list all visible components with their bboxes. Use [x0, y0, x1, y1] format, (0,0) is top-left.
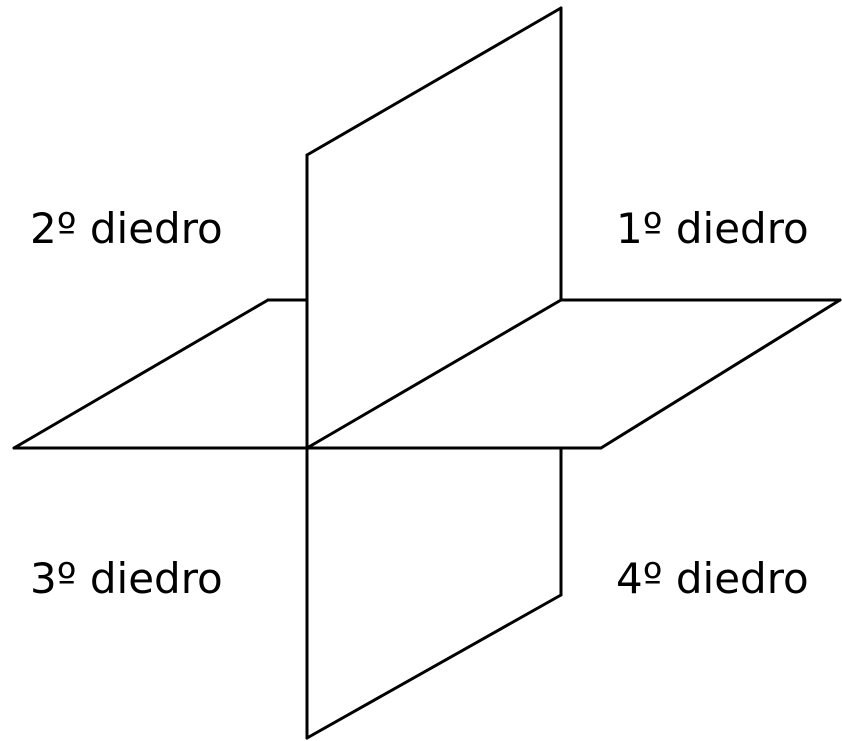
dihedral-4-label: 4º diedro — [616, 554, 809, 603]
vertical-plane-lower-bottom-edge — [305, 593, 563, 740]
vertical-plane-upper-top-edge — [305, 6, 563, 157]
horizontal-plane-left-edge — [12, 298, 270, 450]
dihedral-2-label: 2º diedro — [30, 204, 223, 253]
dihedral-1-label: 1º diedro — [616, 204, 809, 253]
horizontal-plane-right-edge — [599, 298, 842, 450]
planes-intersection-line — [305, 298, 563, 450]
dihedral-3-label: 3º diedro — [30, 554, 223, 603]
